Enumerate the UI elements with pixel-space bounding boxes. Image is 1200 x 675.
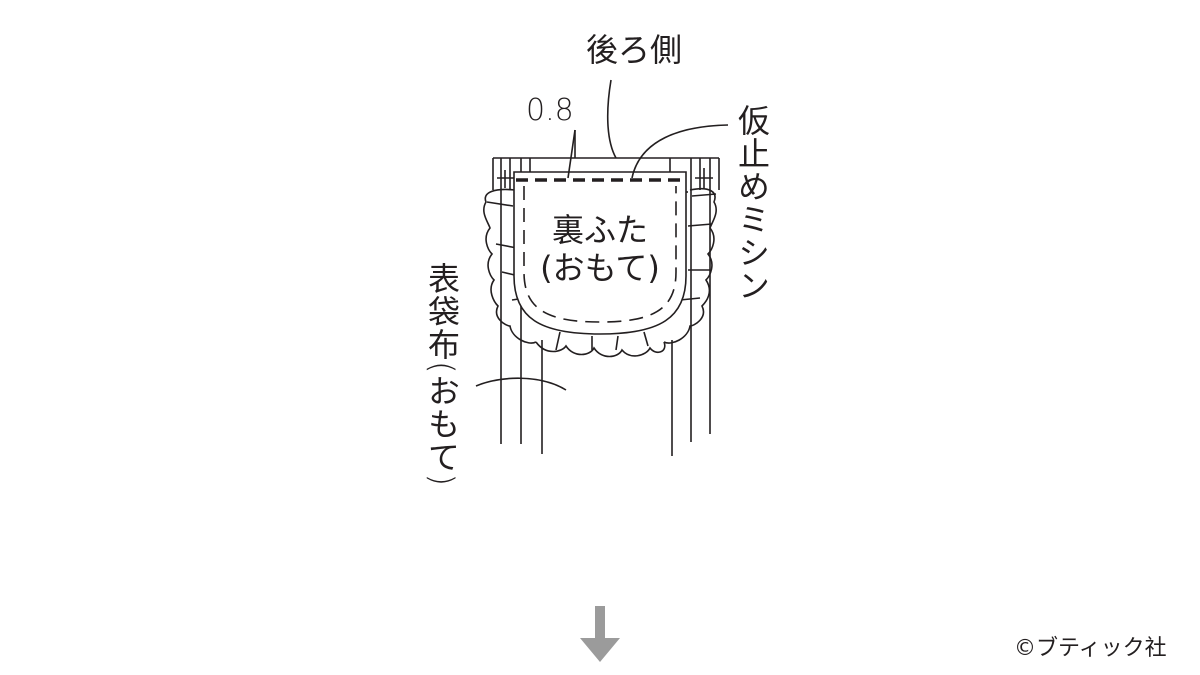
flap-lining-label: 裏ふた (おもて) [520, 211, 680, 288]
flap-lining-line2: (おもて) [540, 248, 660, 287]
outer-bag-fabric-label: 表袋布(おもて) [423, 262, 461, 487]
back-side-label: 後ろ側 [586, 31, 683, 69]
basting-stitch-label: 仮止めミシン [733, 104, 771, 302]
copyright-notice: ©ブティック社 [1014, 636, 1167, 661]
seam-allowance-label: 0.8 [526, 93, 574, 128]
flap-lining-line1: 裏ふた [551, 211, 648, 249]
down-arrow-icon [580, 606, 620, 662]
